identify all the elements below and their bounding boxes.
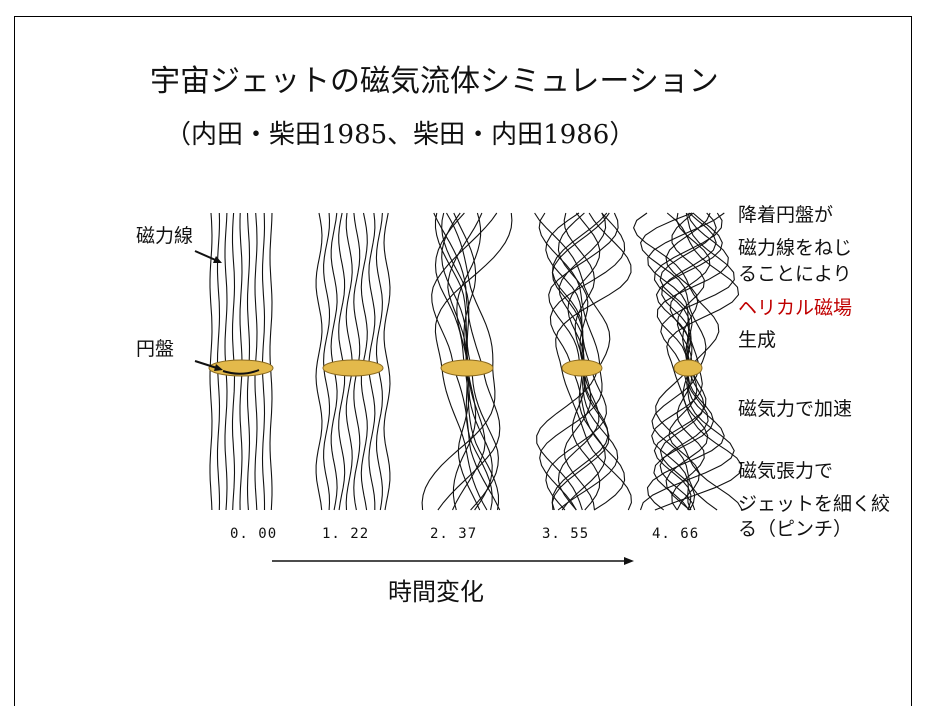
simulation-panel-3 — [534, 212, 632, 511]
note-line3: ることにより — [738, 263, 852, 285]
note-line1: 降着円盤が — [738, 204, 834, 226]
slide-frame — [14, 16, 912, 706]
disk-pointer-arrowhead — [214, 364, 223, 371]
note-line2: 磁力線をねじ — [738, 237, 853, 259]
time-step-1: 1. 22 — [322, 526, 370, 542]
field-line-pointer-arrowhead — [213, 256, 222, 263]
disk-rotation-arrow — [222, 369, 260, 375]
note-generation: 生成 — [738, 329, 777, 351]
accretion-disk-2 — [440, 359, 494, 377]
simulation-panel-1 — [315, 212, 391, 511]
field-lines-label: 磁力線 — [136, 225, 194, 247]
simulation-panel-4 — [632, 212, 743, 511]
slide-title: 宇宙ジェットの磁気流体シミュレーション — [150, 64, 719, 99]
time-step-2: 2. 37 — [430, 526, 478, 542]
note-helical-field: ヘリカル磁場 — [738, 297, 853, 319]
accretion-disk-1 — [322, 359, 384, 377]
note-tension-2: ジェットを細く絞 — [738, 493, 891, 515]
simulation-panel-2 — [421, 212, 513, 511]
simulation-panel-0 — [208, 212, 274, 511]
note-tension-3: る（ピンチ） — [738, 518, 853, 540]
time-axis-label: 時間変化 — [388, 578, 484, 606]
note-tension-1: 磁気張力で — [738, 460, 834, 482]
time-step-3: 3. 55 — [542, 526, 590, 542]
note-acceleration: 磁気力で加速 — [738, 398, 853, 420]
slide-subtitle: （内田・柴田1985、柴田・内田1986） — [165, 120, 636, 150]
time-step-0: 0. 00 — [230, 526, 278, 542]
time-step-4: 4. 66 — [652, 526, 700, 542]
accretion-disk-4 — [673, 359, 703, 377]
time-arrow-head — [624, 557, 634, 565]
disk-label: 円盤 — [136, 338, 175, 360]
accretion-disk-3 — [561, 359, 603, 377]
simulation-panels — [208, 212, 743, 511]
